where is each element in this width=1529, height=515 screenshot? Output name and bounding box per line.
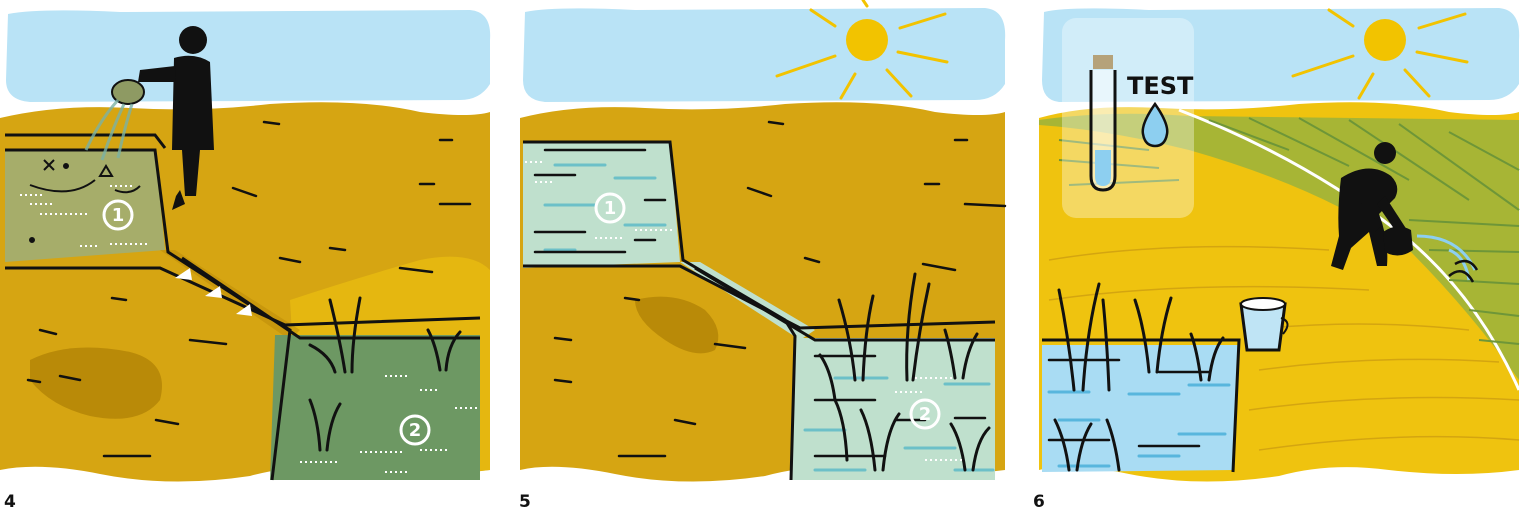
sky [6, 10, 490, 102]
panel-6-scene: TEST [1029, 0, 1529, 515]
test-label: TEST [1127, 72, 1194, 100]
test-panel [1062, 18, 1194, 218]
watering-can-icon [1383, 226, 1413, 255]
svg-text:1: 1 [112, 205, 125, 226]
panel-5-scene: 1 2 [515, 0, 1015, 515]
panel-number: 6 [1033, 492, 1045, 512]
panel-number: 5 [519, 492, 531, 512]
panel-6: TEST [1029, 0, 1529, 515]
panel-4-scene: 1 2 [0, 0, 500, 515]
bucket-icon [1241, 298, 1288, 350]
panel-5: 1 2 5 [515, 0, 1015, 515]
panel-number: 4 [4, 492, 16, 512]
panel-4: 1 2 4 [0, 0, 500, 515]
sky [523, 8, 1005, 102]
test-tube-icon [1091, 55, 1115, 190]
svg-text:2: 2 [409, 420, 422, 441]
svg-text:2: 2 [919, 404, 932, 425]
svg-text:1: 1 [604, 198, 617, 219]
